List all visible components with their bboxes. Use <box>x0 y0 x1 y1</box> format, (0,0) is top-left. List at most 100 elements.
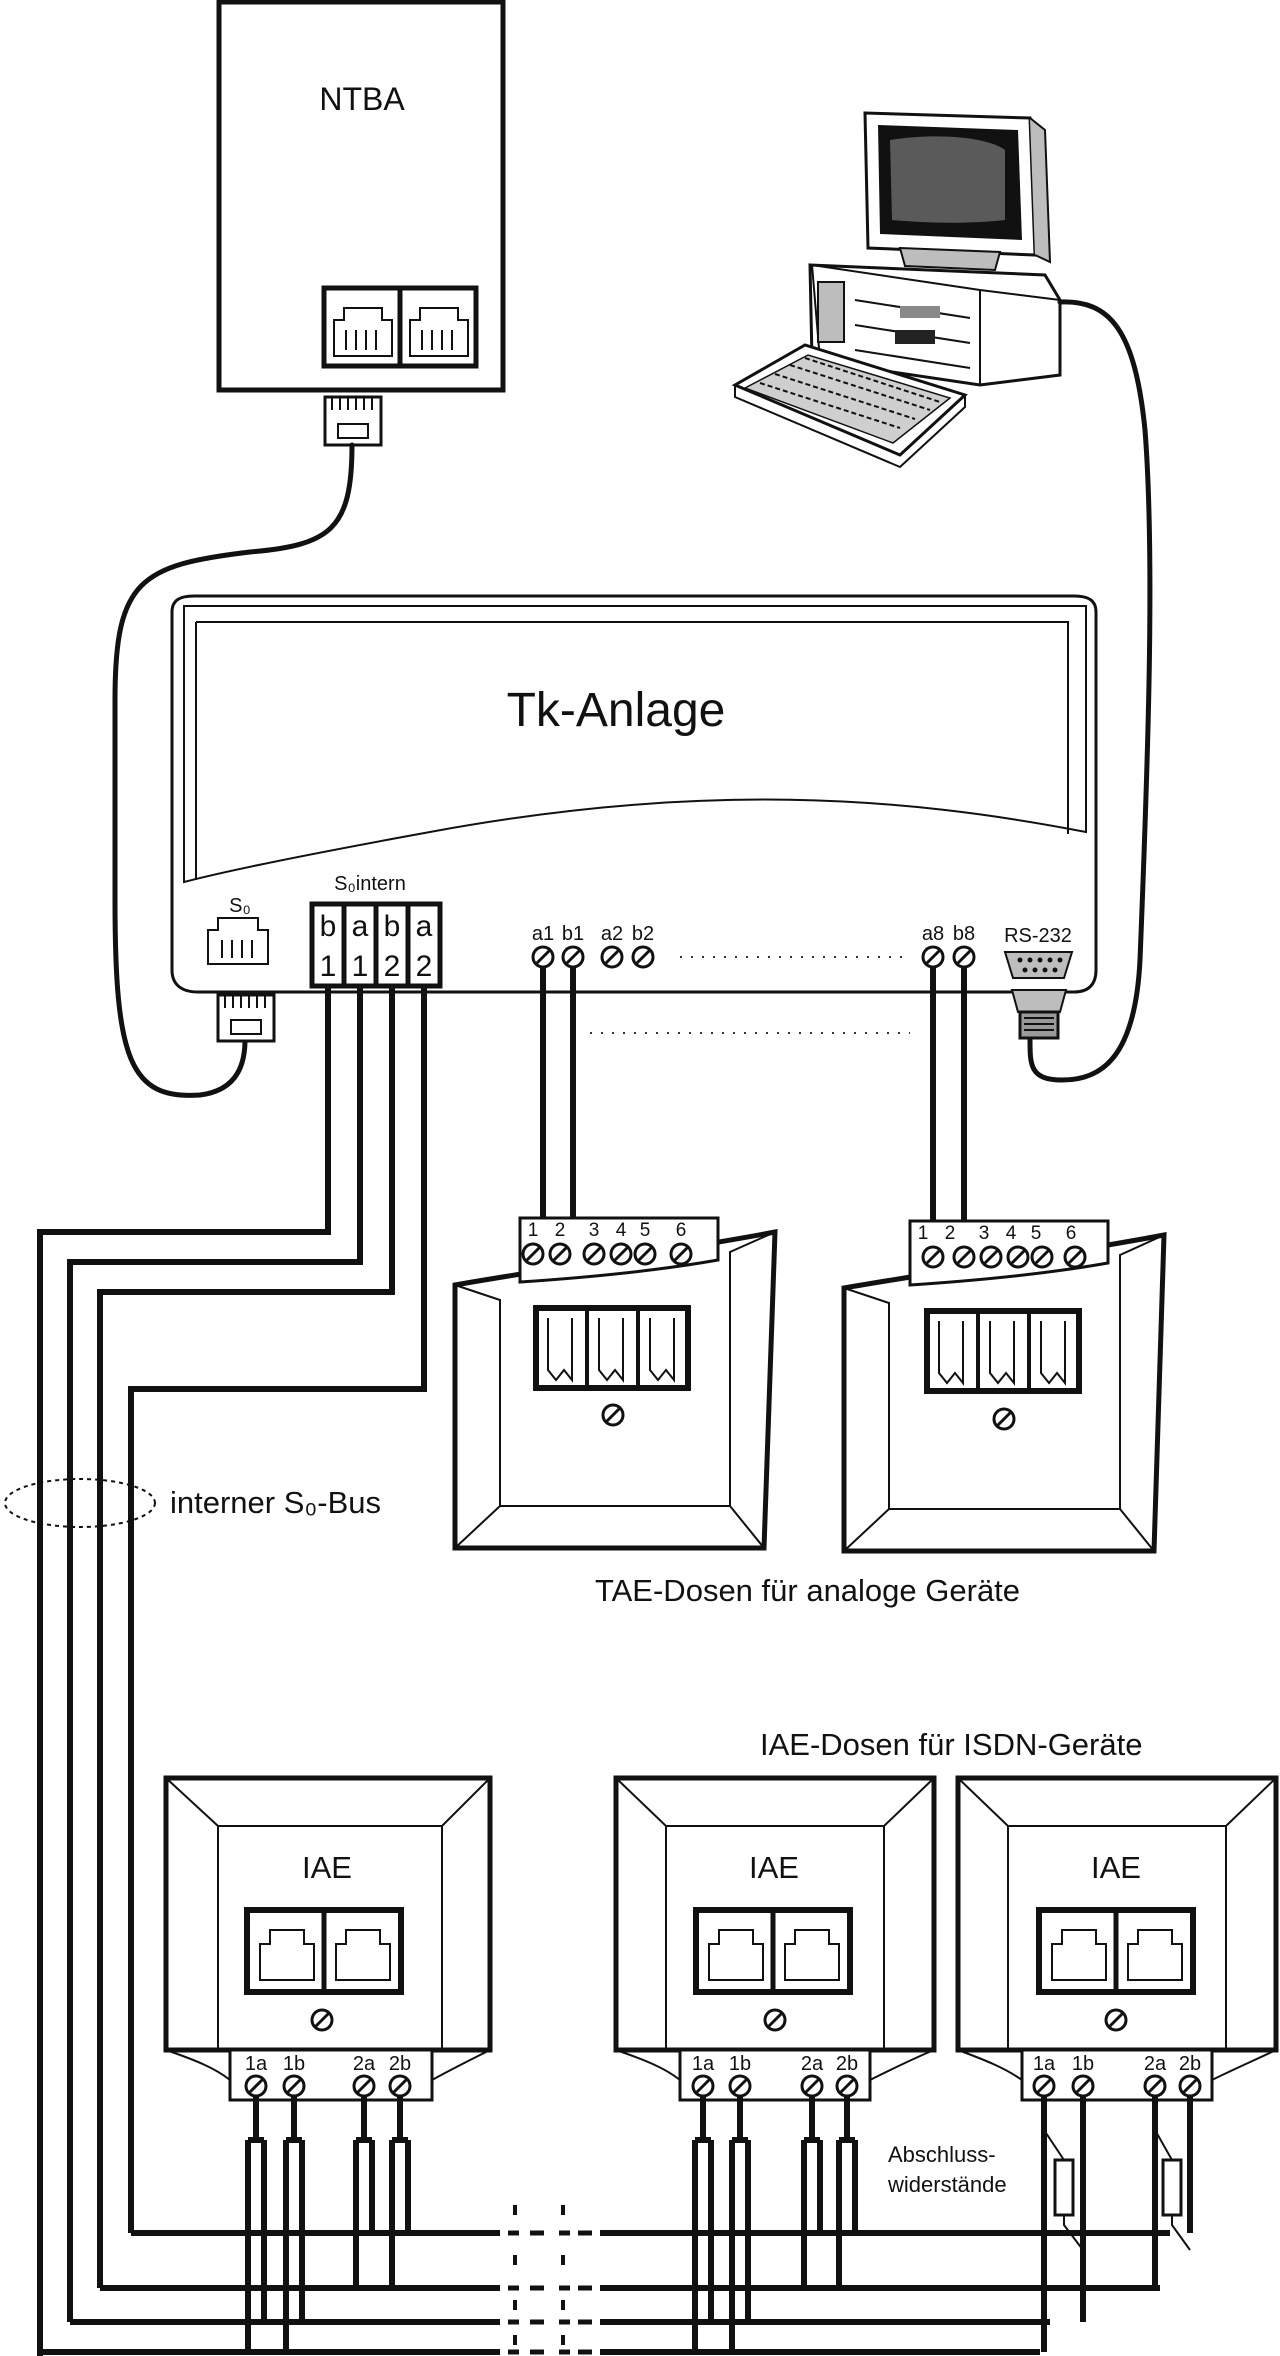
rj45-socket-icon <box>409 307 469 357</box>
iae-terminal-label: 1a <box>1033 2053 1056 2075</box>
resistor-icon <box>1053 2158 1075 2217</box>
screw-terminal-icon <box>921 945 945 969</box>
tae-jack-icon <box>924 1308 1082 1394</box>
iae-terminal-label: 2b <box>836 2053 858 2075</box>
iae-terminal-label: 1a <box>692 2053 715 2075</box>
iae-terminal-label: 1b <box>1072 2053 1094 2075</box>
tae-screw-row <box>521 1242 693 1266</box>
iae-jack-pair <box>693 1907 853 1995</box>
ntba-socket-pair <box>321 285 479 369</box>
analog-port-label: a1 <box>532 923 554 945</box>
rs232-plug-icon <box>1010 989 1068 1040</box>
iae-terminal-label: 1b <box>729 2053 751 2075</box>
tae-screw-row <box>921 1245 1087 1269</box>
iae-jack-pair <box>244 1907 404 1995</box>
tae-jack-icon <box>533 1305 691 1391</box>
iae-jack-pair <box>1036 1907 1196 1995</box>
rj45-socket-icon <box>708 1929 764 1981</box>
analog-port-label: a8 <box>922 923 944 945</box>
s0-intern-terminal-number: 2 <box>384 950 401 983</box>
s0-plug-icon <box>216 993 276 1043</box>
rj45-socket-icon <box>335 1929 391 1981</box>
tae-terminal-numbers: 1 2 3 4 5 6 <box>918 1223 1077 1244</box>
s0-port-label: S₀ <box>229 895 251 917</box>
rj45-socket-icon <box>333 307 393 357</box>
terminating-resistors <box>1043 2129 1191 2251</box>
s0-intern-terminal-number: 2 <box>416 950 433 983</box>
tae-terminal-number: 3 <box>589 1220 600 1241</box>
tae-terminal-number: 6 <box>1066 1223 1077 1244</box>
ntba-cable <box>112 442 355 1098</box>
tae-terminal-number: 5 <box>1031 1223 1042 1244</box>
tae-terminal-number: 1 <box>918 1223 929 1244</box>
resistor-icon <box>1161 2158 1183 2217</box>
bus-label: interner S₀-Bus <box>170 1485 381 1520</box>
iae-terminal-label: 2a <box>1144 2053 1167 2075</box>
screw-icon <box>601 1403 625 1427</box>
pc-computer-icon <box>731 111 1062 469</box>
iae-screw-row <box>244 2074 412 2098</box>
s0-intern-terminal: a <box>416 910 433 943</box>
s0-bus-wires <box>37 986 427 2356</box>
tae-terminal-number: 4 <box>616 1220 627 1241</box>
tae-terminal-numbers: 1 2 3 4 5 6 <box>528 1220 687 1241</box>
rj45-socket-icon <box>1051 1929 1107 1981</box>
iae-caption: IAE-Dosen für ISDN-Geräte <box>760 1727 1142 1762</box>
tae-caption: TAE-Dosen für analoge Geräte <box>595 1573 1020 1608</box>
rj45-socket-icon <box>1127 1929 1183 1981</box>
analog-port-label: b1 <box>562 923 584 945</box>
screw-terminal-icon <box>600 945 624 969</box>
iae-drop-wires <box>245 2096 1193 2352</box>
iae-socket: IAE 1a 1b 2a 2b <box>955 1775 1279 2102</box>
iae-socket: IAE 1a 1b 2a 2b <box>613 1775 937 2102</box>
screw-terminal-row <box>531 945 976 969</box>
screw-icon <box>310 2008 334 2032</box>
screw-icon <box>992 1407 1016 1431</box>
s0-intern-terminal-block: b a b a 1 1 2 2 <box>309 901 443 989</box>
iae-terminal-label: 1a <box>245 2053 268 2075</box>
tae-terminal-number: 3 <box>979 1223 990 1244</box>
serial-cable <box>1027 299 1153 1083</box>
iae-terminal-label: 2b <box>389 2053 411 2075</box>
s0-intern-terminal: a <box>352 910 369 943</box>
analog-port-label: b8 <box>953 923 975 945</box>
s0-intern-terminal: b <box>384 910 401 943</box>
ntba-label: NTBA <box>319 81 405 117</box>
pbx-title: Tk-Anlage <box>507 684 726 737</box>
s0-intern-terminal-number: 1 <box>352 950 369 983</box>
screw-terminal-icon <box>531 945 555 969</box>
screw-terminal-icon <box>561 945 585 969</box>
analog-port-label: a2 <box>601 923 623 945</box>
screw-icon <box>763 2008 787 2032</box>
iae-label: IAE <box>749 1850 799 1885</box>
bus-break-marks <box>508 2200 592 2356</box>
tae-terminal-number: 5 <box>640 1220 651 1241</box>
screw-icon <box>1104 2008 1128 2032</box>
s0-socket-icon <box>207 917 269 965</box>
iae-terminal-label: 2a <box>801 2053 824 2075</box>
s0-intern-terminal: b <box>320 910 337 943</box>
screw-terminal-icon <box>952 945 976 969</box>
iae-label: IAE <box>1091 1850 1141 1885</box>
bus-marker-ellipse <box>4 1478 156 1528</box>
s0-intern-label: S₀intern <box>334 873 406 895</box>
rs232-label: RS-232 <box>1004 925 1072 947</box>
tae-socket: 1 2 3 4 5 6 <box>841 1219 1167 1554</box>
tae-terminal-number: 2 <box>945 1223 956 1244</box>
ntba-unit: NTBA <box>216 0 506 447</box>
iae-terminal-label: 2b <box>1179 2053 1201 2075</box>
s0-intern-terminal-number: 1 <box>320 950 337 983</box>
pbx-unit: Tk-Anlage S₀ S₀intern b a b a 1 1 2 2 a1… <box>170 594 1098 994</box>
iae-label: IAE <box>302 1850 352 1885</box>
rs232-connector-icon <box>1003 951 1074 979</box>
analog-port-label: b2 <box>632 923 654 945</box>
rj45-socket-icon <box>259 1929 315 1981</box>
tae-socket: 1 2 3 4 5 6 <box>452 1216 778 1551</box>
iae-terminal-label: 2a <box>353 2053 376 2075</box>
tae-terminal-number: 2 <box>555 1220 566 1241</box>
ntba-plug-icon <box>323 395 383 447</box>
tae-terminal-number: 4 <box>1006 1223 1017 1244</box>
tae-terminal-number: 1 <box>528 1220 539 1241</box>
terminator-label: widerstände <box>887 2172 1007 2197</box>
